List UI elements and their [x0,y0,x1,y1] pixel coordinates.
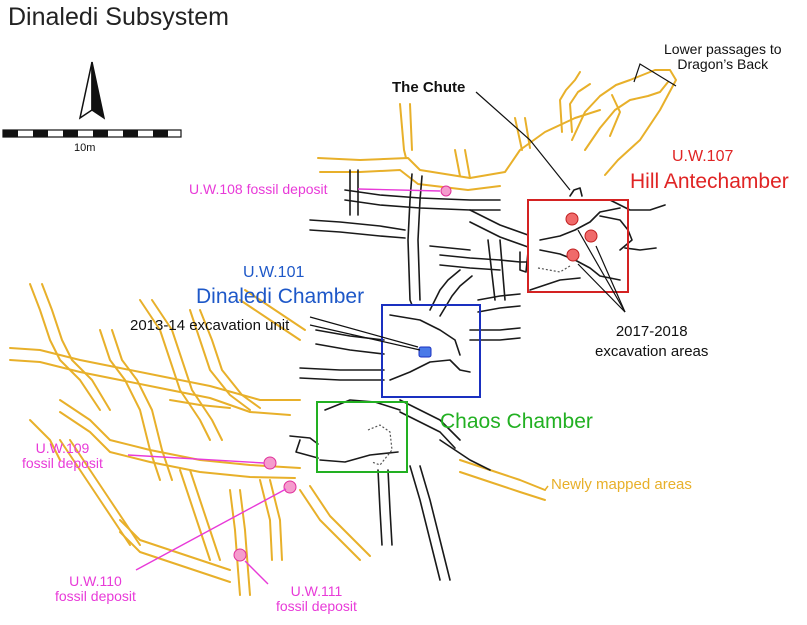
uw109-label: U.W.109 fossil deposit [22,440,103,472]
newly-mapped-label: Newly mapped areas [551,476,692,493]
fossil-leader-lines [127,188,441,585]
uw110-label: U.W.110 fossil deposit [55,573,136,605]
excavation-unit-marker [418,346,432,358]
excavation-unit-label: 2013-14 excavation unit [130,317,290,334]
uw111-marker [233,548,247,562]
page-title: Dinaledi Subsystem [8,3,229,31]
dinaledi-chamber-box [381,304,481,398]
uw111-label: U.W.111 fossil deposit [276,583,357,615]
uw109-marker [263,456,277,470]
uw108-marker [440,185,452,197]
the-chute-label: The Chute [392,79,466,96]
uw108-label: U.W.108 fossil deposit [189,181,328,197]
newly-mapped-leader [544,485,549,491]
lower-passages-label: Lower passages to Dragon’s Back [664,41,782,73]
chaos-chamber-label: Chaos Chamber [440,410,593,433]
north-arrow-icon [78,61,106,120]
scale-bar-label: 10m [74,142,96,154]
chaos-chamber-box [316,401,408,473]
hill-antechamber-label: Hill Antechamber [630,170,789,193]
dinaledi-chamber-label: Dinaledi Chamber [196,285,365,308]
hill-antechamber-box [527,199,629,293]
uw101-code: U.W.101 [243,264,305,281]
fossil-markers [233,185,452,562]
uw107-code: U.W.107 [672,148,734,165]
mapped-passages [289,169,666,581]
leader-lines [309,63,677,351]
uw110-marker [283,480,297,494]
excavation-areas-label: 2017-2018 excavation areas [595,323,709,361]
scale-bar [2,129,182,138]
chamber-hatching [367,265,571,466]
hill-excavation-markers [565,212,598,262]
